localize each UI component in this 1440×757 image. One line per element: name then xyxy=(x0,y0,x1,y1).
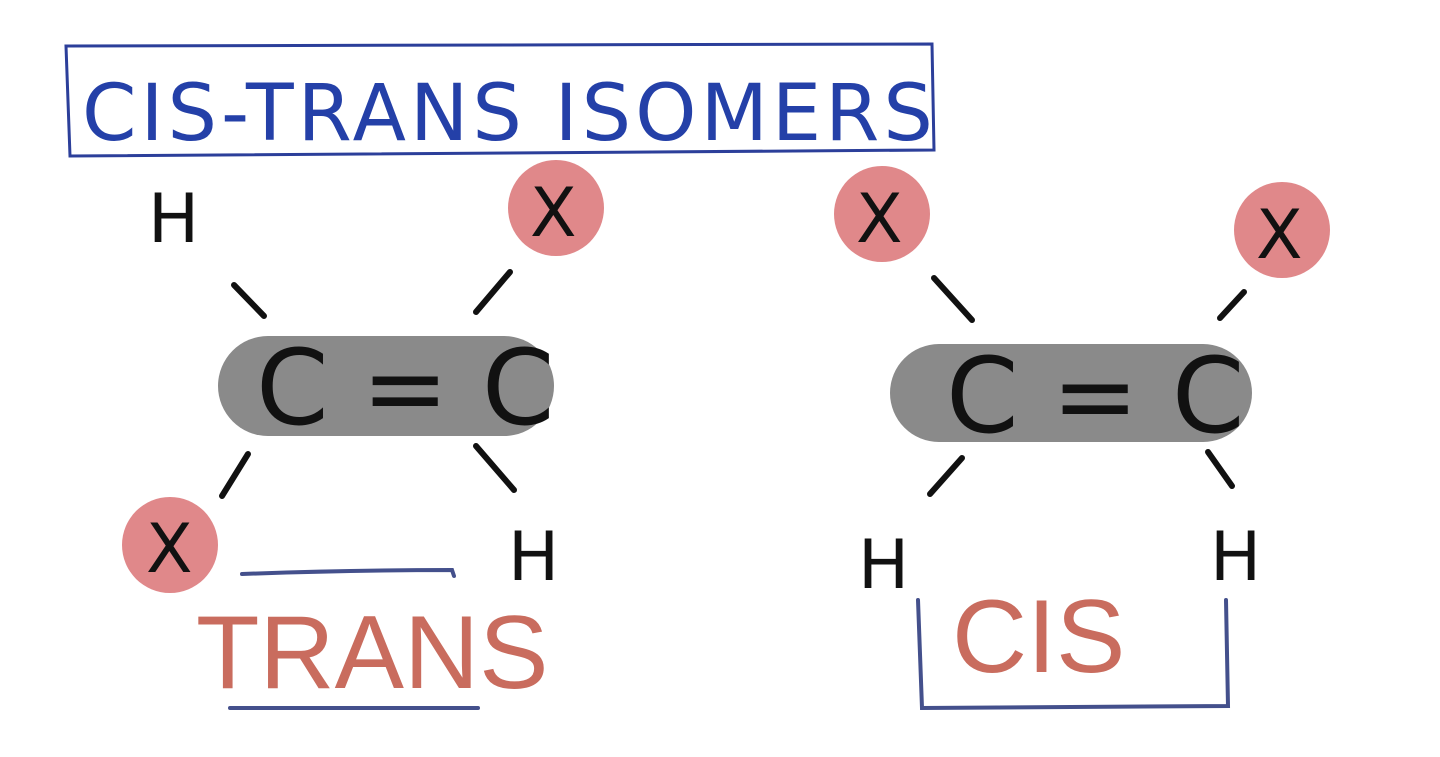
trans-bottom-left-atom: X xyxy=(146,510,193,589)
cis-top-left-highlight xyxy=(834,166,930,262)
trans-top-right-atom: X xyxy=(530,174,577,253)
trans-bond-top-right xyxy=(473,269,513,315)
trans-bottom-left-highlight xyxy=(122,497,218,593)
trans-bottom-right-atom: H xyxy=(508,518,559,597)
cis-double-bond-highlight xyxy=(890,344,1252,442)
cis-bond-top-right xyxy=(1217,289,1247,321)
cis-bottom-left-atom: H xyxy=(858,526,909,605)
trans-bond-bottom-left xyxy=(219,451,251,499)
page-title: CIS-TRANS ISOMERS xyxy=(82,69,937,159)
trans-top-underline xyxy=(240,567,456,578)
cis-molecule: X X H H C = C CIS xyxy=(834,166,1330,711)
cis-label-bracket xyxy=(916,598,1231,711)
title-box: CIS-TRANS ISOMERS xyxy=(64,42,937,159)
cis-double-bond-label: C = C xyxy=(946,335,1245,457)
trans-molecule: H X X H C = C TRANS xyxy=(122,160,604,711)
cis-top-left-atom: X xyxy=(856,180,903,259)
title-frame xyxy=(64,42,936,158)
trans-top-right-highlight xyxy=(508,160,604,256)
trans-bond-bottom-right xyxy=(473,443,517,493)
cis-bond-top-left xyxy=(931,275,975,323)
cis-label: CIS xyxy=(952,579,1125,695)
trans-double-bond-label: C = C xyxy=(256,327,555,449)
trans-bond-top-left xyxy=(231,282,267,319)
trans-top-left-atom: H xyxy=(148,180,199,259)
cis-top-right-highlight xyxy=(1234,182,1330,278)
trans-double-bond-highlight xyxy=(218,336,554,436)
cis-bottom-right-atom: H xyxy=(1210,518,1261,597)
cis-bond-bottom-right xyxy=(1205,449,1235,489)
cis-bond-bottom-left xyxy=(927,455,965,497)
cis-top-right-atom: X xyxy=(1256,196,1303,275)
trans-label: TRANS xyxy=(196,595,548,711)
